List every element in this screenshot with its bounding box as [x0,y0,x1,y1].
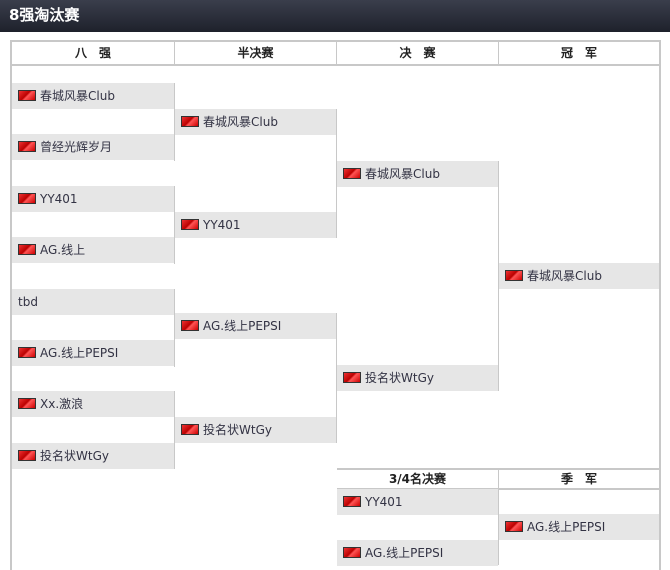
team-name: 投名状WtGy [365,371,434,385]
team-name: tbd [18,295,38,309]
china-flag-icon [181,320,199,331]
header-champion: 冠 军 [499,42,659,66]
china-flag-icon [343,547,361,558]
china-flag-icon [18,141,36,152]
china-flag-icon [18,244,36,255]
china-flag-icon [343,496,361,507]
bracket-line [336,109,337,238]
round-of-8-team[interactable]: 春城风暴Club [12,83,174,109]
header-third-place-match: 3/4名决赛 [337,468,499,490]
china-flag-icon [18,450,36,461]
team-name: YY401 [40,192,78,206]
team-name: AG.线上 [40,243,86,257]
china-flag-icon [18,347,36,358]
china-flag-icon [505,521,523,532]
round-of-8-team[interactable]: Xx.激浪 [12,391,174,417]
semifinal-team[interactable]: 春城风暴Club [175,109,336,135]
team-name: 春城风暴Club [365,167,440,181]
china-flag-icon [18,398,36,409]
bracket-panel [10,40,661,570]
round-of-8-team[interactable]: 投名状WtGy [12,443,174,469]
team-name: 曾经光辉岁月 [40,140,113,154]
third-place-team[interactable]: AG.线上PEPSI [499,514,659,540]
page-title: 8强淘汰赛 [0,0,670,32]
champion-team[interactable]: 春城风暴Club [499,263,659,289]
team-name: 春城风暴Club [203,115,278,129]
team-name: YY401 [365,495,403,509]
semifinal-team[interactable]: AG.线上PEPSI [175,313,336,339]
header-final: 决 赛 [337,42,499,66]
semifinal-team[interactable]: 投名状WtGy [175,417,336,443]
team-name: 投名状WtGy [203,423,272,437]
bracket-line [336,313,337,443]
header-semifinal: 半决赛 [175,42,337,66]
header-round-of-8: 八 强 [12,42,175,66]
bracket-line [498,161,499,391]
round-of-8-team[interactable]: 曾经光辉岁月 [12,134,174,160]
round-of-8-team[interactable]: tbd [12,289,174,315]
team-name: 春城风暴Club [40,89,115,103]
semifinal-team[interactable]: YY401 [175,212,336,238]
team-name: 投名状WtGy [40,449,109,463]
team-name: AG.线上PEPSI [527,520,606,534]
china-flag-icon [18,193,36,204]
round-of-8-team[interactable]: YY401 [12,186,174,212]
bracket-line [174,186,175,264]
third-place-match-team[interactable]: YY401 [337,489,498,515]
team-name: 春城风暴Club [527,269,602,283]
round-of-8-team[interactable]: AG.线上 [12,237,174,263]
bracket-line [498,490,499,565]
china-flag-icon [343,372,361,383]
team-name: AG.线上PEPSI [365,546,444,560]
china-flag-icon [18,90,36,101]
team-name: AG.线上PEPSI [203,319,282,333]
bracket-line [174,391,175,469]
china-flag-icon [343,168,361,179]
third-place-match-team[interactable]: AG.线上PEPSI [337,540,498,566]
final-team[interactable]: 投名状WtGy [337,365,498,391]
team-name: YY401 [203,218,241,232]
bracket-line [174,83,175,161]
china-flag-icon [181,424,199,435]
team-name: AG.线上PEPSI [40,346,119,360]
final-team[interactable]: 春城风暴Club [337,161,498,187]
china-flag-icon [505,270,523,281]
round-of-8-team[interactable]: AG.线上PEPSI [12,340,174,366]
bracket-line [174,289,175,367]
team-name: Xx.激浪 [40,397,84,411]
china-flag-icon [181,116,199,127]
header-third-place: 季 军 [499,468,659,490]
china-flag-icon [181,219,199,230]
